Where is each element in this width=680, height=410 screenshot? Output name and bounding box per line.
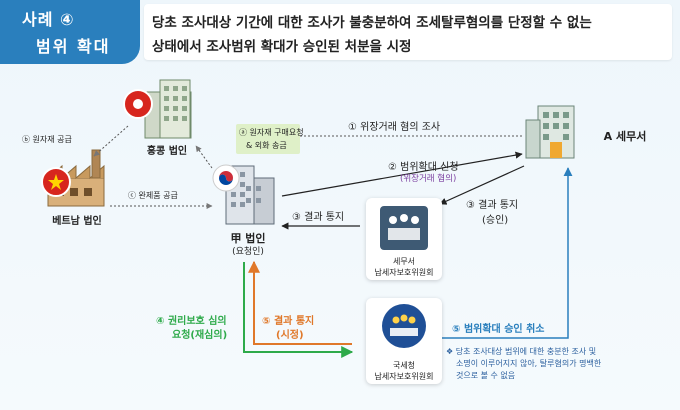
summary-line-2: 상태에서 조사범위 확대가 승인된 처분을 시정 [152, 39, 412, 55]
case-number: 사례 ④ [22, 10, 75, 29]
flow-b-label: ⓑ 원자재 공급 [22, 135, 72, 144]
tax-office-building-icon [525, 105, 575, 159]
korea-sub-label: (요청인) [232, 247, 264, 257]
summary-line-1: 당초 조사대상 기간에 대한 조사가 불충분하여 조세탈루혐의를 단정할 수 없… [152, 15, 592, 31]
flow-2-arrow [281, 151, 523, 197]
flow-1-label: ① 위장거래 혐의 조사 [348, 122, 441, 133]
flow-4-label-1: ④ 권리보호 심의 [156, 316, 227, 327]
committee1-line1: 세무서 [392, 257, 416, 266]
flow-2-sub-label: (위장거래 혐의) [400, 174, 457, 184]
flow-5a-label-1: ⑤ 결과 통지 [262, 316, 315, 327]
committee-card-2: 국세청 납세자보호위원회 [366, 298, 442, 384]
flow-5b-label: ⑤ 범위확대 승인 취소 [452, 324, 545, 335]
flow-b-arrow [93, 125, 129, 157]
flow-a-label-2: & 외화 송금 [246, 141, 287, 150]
flow-a-label-box: ⓐ 원자재 구매요청 & 외화 송금 [236, 124, 304, 154]
flow-a-label-1: ⓐ 원자재 구매요청 [239, 128, 304, 137]
committee2-line2: 납세자보호위원회 [374, 372, 434, 381]
note-line-1: ❖ 당초 조사대상 범위에 대한 충분한 조사 및 [446, 347, 597, 356]
note-line-2: 소명이 이루어지지 않아, 탈루혐의가 명백한 [456, 359, 602, 368]
case-tag: 사례 ④ 범위 확대 [0, 0, 140, 64]
flow-c-label: ⓒ 완제품 공급 [128, 191, 178, 200]
committee1-line2: 납세자보호위원회 [374, 268, 434, 277]
note-line-3: 것으로 볼 수 없음 [456, 371, 516, 380]
vietnam-factory-icon [41, 149, 105, 207]
vietnam-label: 베트남 법인 [52, 216, 102, 227]
flow-4-label-2: 요청(재심의) [172, 330, 228, 341]
flow-3a-label: ③ 결과 통지 [292, 212, 345, 223]
case-summary: 당초 조사대상 기간에 대한 조사가 불충분하여 조세탈루혐의를 단정할 수 없… [144, 4, 672, 60]
korea-label: 甲 법인 [230, 232, 266, 245]
flow-2-label: ② 범위확대 신청 [388, 162, 459, 173]
flow-3b-label-1: ③ 결과 통지 [466, 200, 519, 211]
hongkong-building-icon [123, 79, 192, 139]
tax-office-label: A 세무서 [603, 130, 647, 143]
committee-card-1: 세무서 납세자보호위원회 [366, 198, 442, 280]
korea-building-icon [212, 164, 275, 225]
hongkong-label: 홍콩 법인 [146, 146, 188, 157]
flow-5a-arrow [248, 260, 352, 345]
committee2-line1: 국세청 [392, 361, 416, 370]
flow-4-arrow [243, 262, 354, 358]
flow-3b-label-2: (승인) [482, 215, 509, 226]
flow-a-arrow [195, 145, 213, 169]
flow-5a-label-2: (시정) [276, 330, 304, 341]
case-title: 범위 확대 [36, 37, 111, 56]
flow-5b-arrow [440, 167, 573, 339]
flow-3b-arrow [439, 165, 525, 205]
